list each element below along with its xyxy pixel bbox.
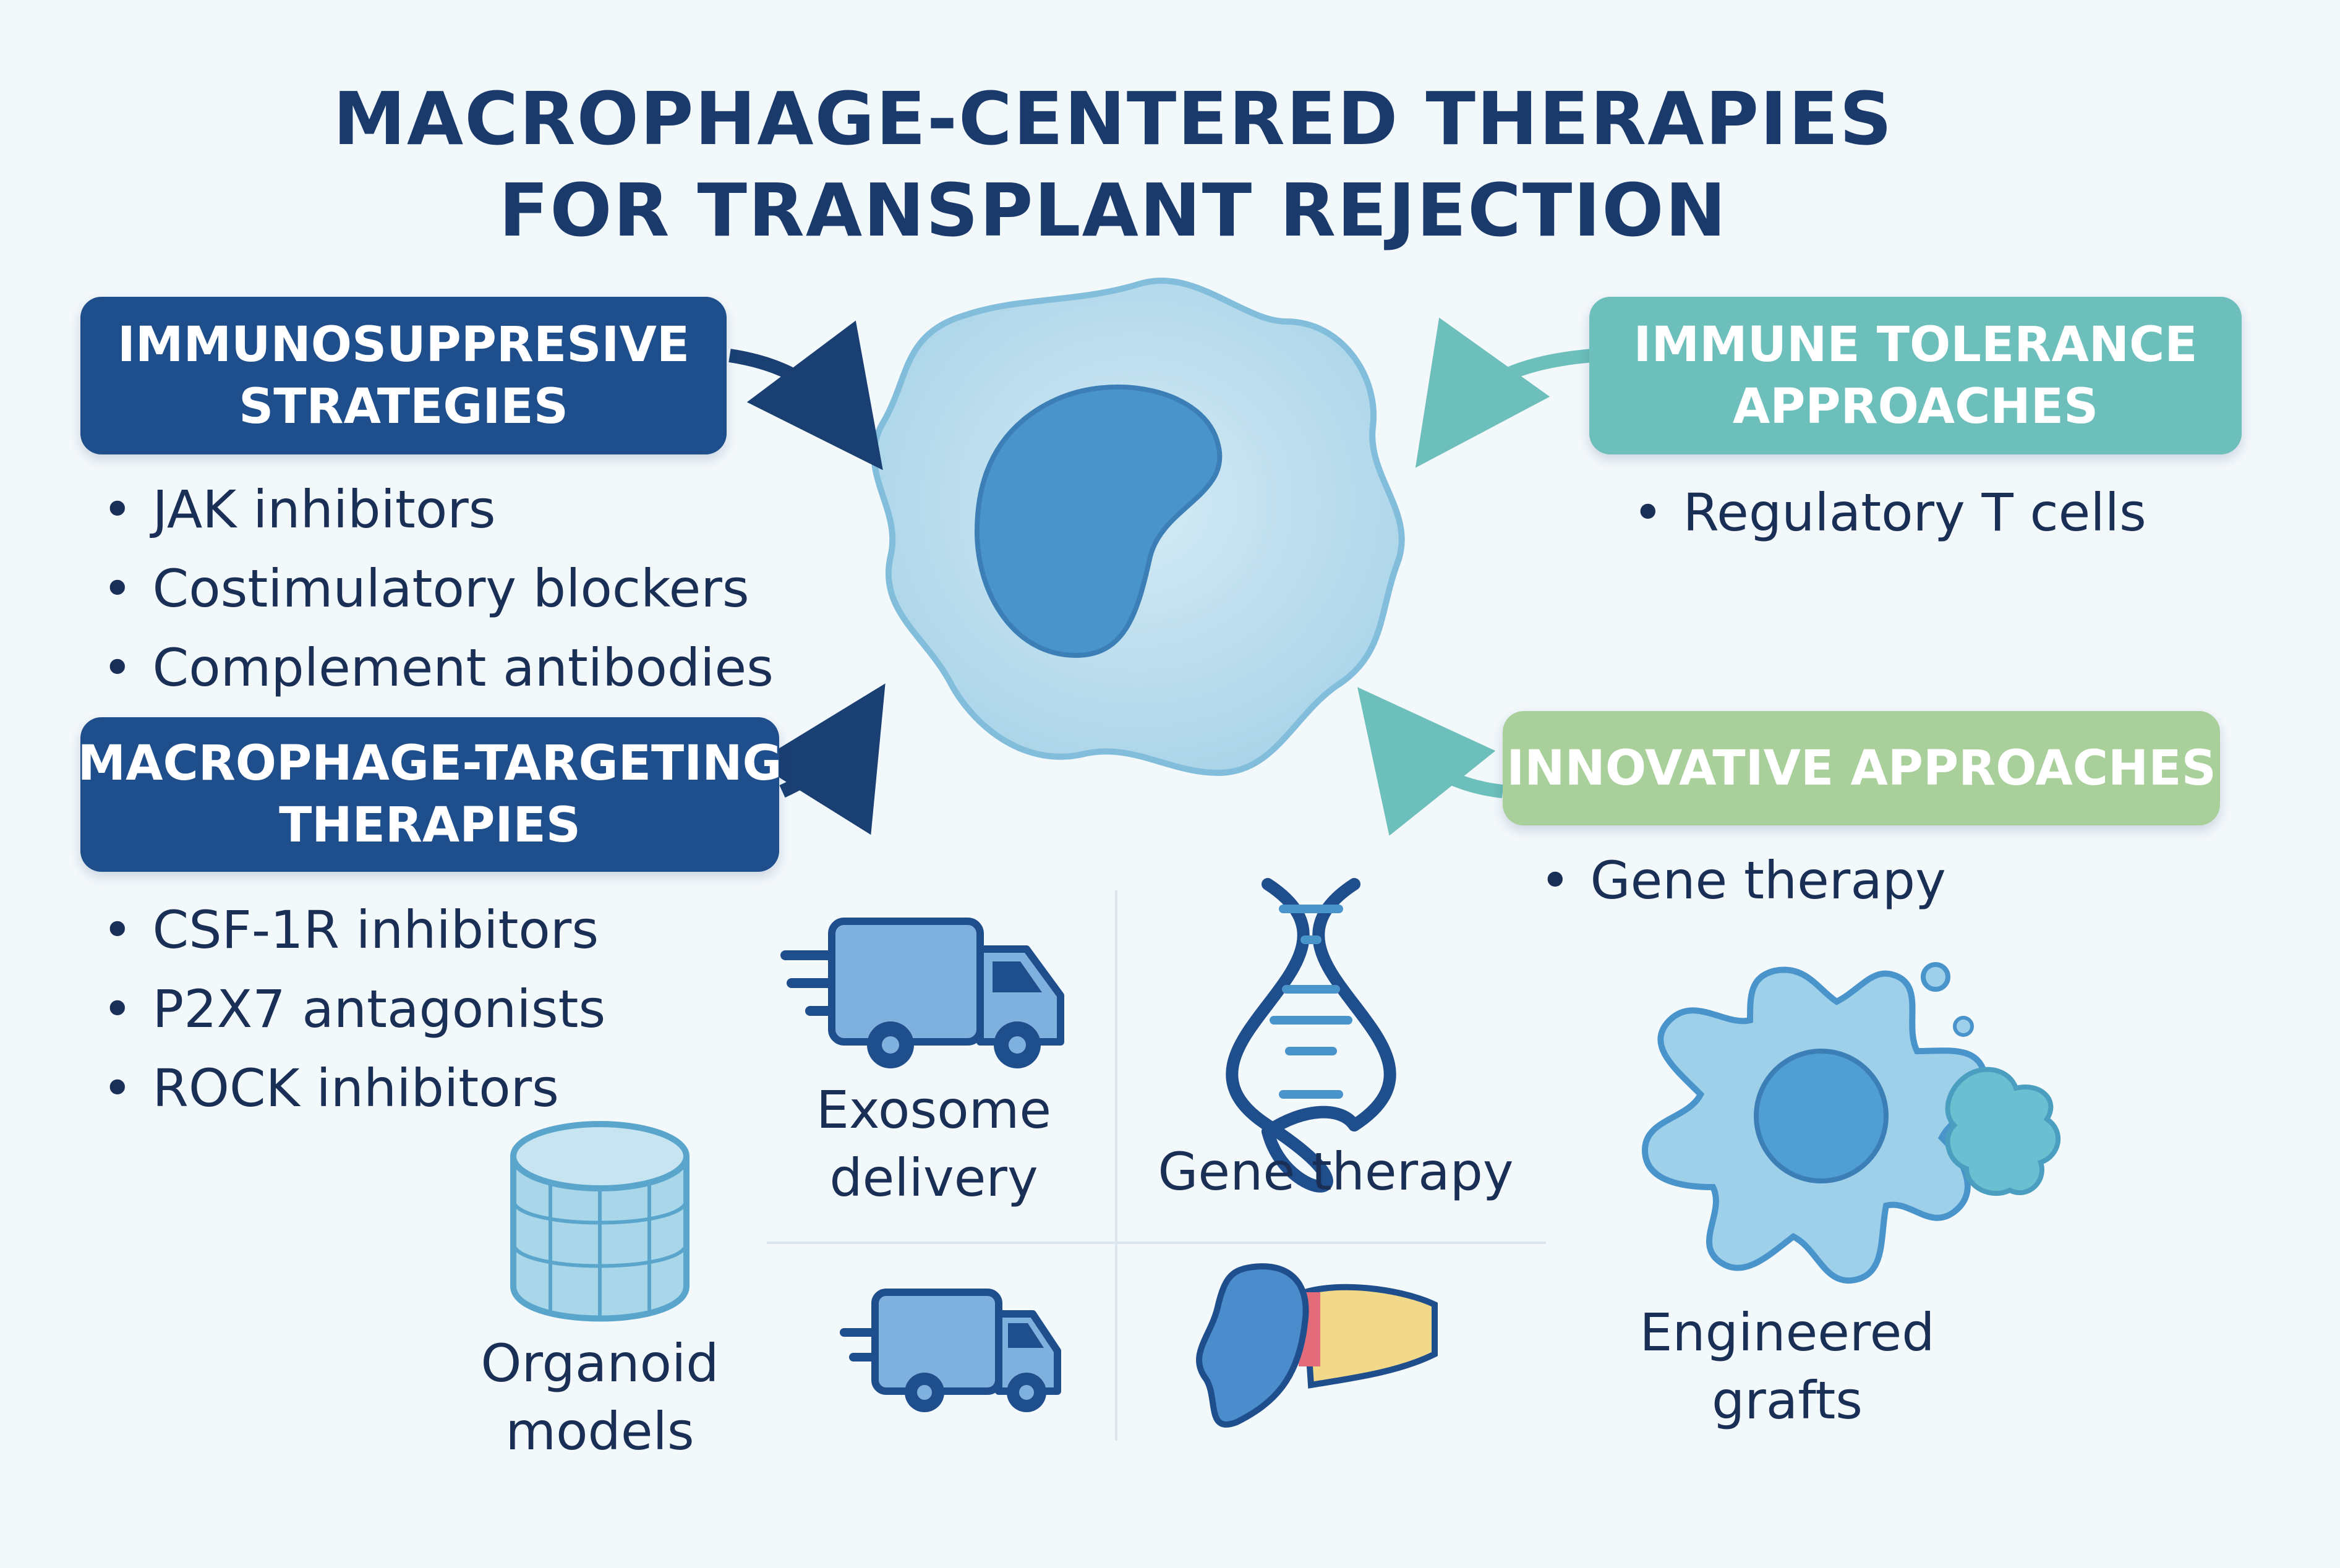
list-item: JAK inhibitors xyxy=(102,470,774,549)
macrophage-targeting-heading-line-2: THERAPIES xyxy=(279,798,581,853)
macrophage-targeting-heading-box: MACROPHAGE-TARGETING THERAPIES xyxy=(77,717,782,872)
list-item: Regulatory T cells xyxy=(1633,473,2146,552)
list-item: P2X7 antagonists xyxy=(102,969,606,1049)
gene-therapy-caption-text: Gene therapy xyxy=(1158,1141,1514,1202)
immune-tolerance-heading-line-2: APPROACHES xyxy=(1732,378,2099,435)
exosome-caption-line-1: Exosome xyxy=(816,1080,1052,1140)
truck-icon-large xyxy=(780,918,1064,1068)
immunosuppressive-heading-line-1: IMMUNOSUPPRESIVE xyxy=(117,317,690,373)
cylinder-icon xyxy=(510,1121,690,1322)
immune-tolerance-list: Regulatory T cells xyxy=(1633,473,2146,552)
arrow-immune-tolerance xyxy=(1415,317,1593,468)
truck-icon-small xyxy=(840,1289,1061,1412)
organoid-caption-line-1: Organoid xyxy=(480,1333,719,1394)
central-macrophage-icon xyxy=(871,278,1405,777)
list-item: Costimulatory blockers xyxy=(102,549,774,628)
immunosuppressive-list: JAK inhibitors Costimulatory blockers Co… xyxy=(102,470,774,707)
arrow-immunosuppressive xyxy=(728,320,883,471)
arrow-innovative xyxy=(1357,687,1504,836)
arrow-macrophage-targeting xyxy=(755,683,886,835)
liver-icon xyxy=(1196,1263,1438,1428)
dna-icon xyxy=(1226,878,1396,1193)
exosome-caption-line-2: delivery xyxy=(829,1148,1038,1208)
innovative-heading-box: INNOVATIVE APPROACHES xyxy=(1503,711,2220,825)
innovative-list: Gene therapy xyxy=(1540,841,1946,920)
list-item: CSF-1R inhibitors xyxy=(102,890,605,969)
innovative-heading: INNOVATIVE APPROACHES xyxy=(1506,740,2216,796)
list-item: ROCK inhibitors xyxy=(102,1049,605,1128)
list-item: Complement antibodies xyxy=(102,628,774,707)
list-item: Gene therapy xyxy=(1540,841,1946,920)
grid-lines xyxy=(767,890,1546,1441)
page-title: MACROPHAGE-CENTERED THERAPIES FOR TRANSP… xyxy=(0,73,2226,256)
engineered-caption-line-2: grafts xyxy=(1711,1370,1863,1431)
gene-therapy-caption: Gene therapy xyxy=(1125,1138,1546,1206)
engineered-grafts-caption: Engineered grafts xyxy=(1608,1298,1966,1434)
macrophage-targeting-list: CSF-1R inhibitors P2X7 antagonists ROCK … xyxy=(102,890,606,1128)
immune-tolerance-heading-line-1: IMMUNE TOLERANCE xyxy=(1633,317,2198,373)
macrophage-cell-icon xyxy=(1641,962,2060,1284)
organoid-caption-line-2: models xyxy=(505,1401,694,1462)
macrophage-targeting-heading-line-1: MACROPHAGE-TARGETING xyxy=(77,736,782,791)
exosome-caption: Exosome delivery xyxy=(761,1076,1107,1212)
title-line-1: MACROPHAGE-CENTERED THERAPIES xyxy=(333,76,1894,161)
organoid-caption: Organoid models xyxy=(433,1329,767,1465)
title-line-2: FOR TRANSPLANT REJECTION xyxy=(498,168,1728,253)
immunosuppressive-heading-line-2: STRATEGIES xyxy=(239,378,568,435)
immunosuppressive-heading-box: IMMUNOSUPPRESIVE STRATEGIES xyxy=(80,297,727,454)
engineered-caption-line-1: Engineered xyxy=(1639,1302,1935,1363)
immune-tolerance-heading-box: IMMUNE TOLERANCE APPROACHES xyxy=(1589,297,2242,454)
